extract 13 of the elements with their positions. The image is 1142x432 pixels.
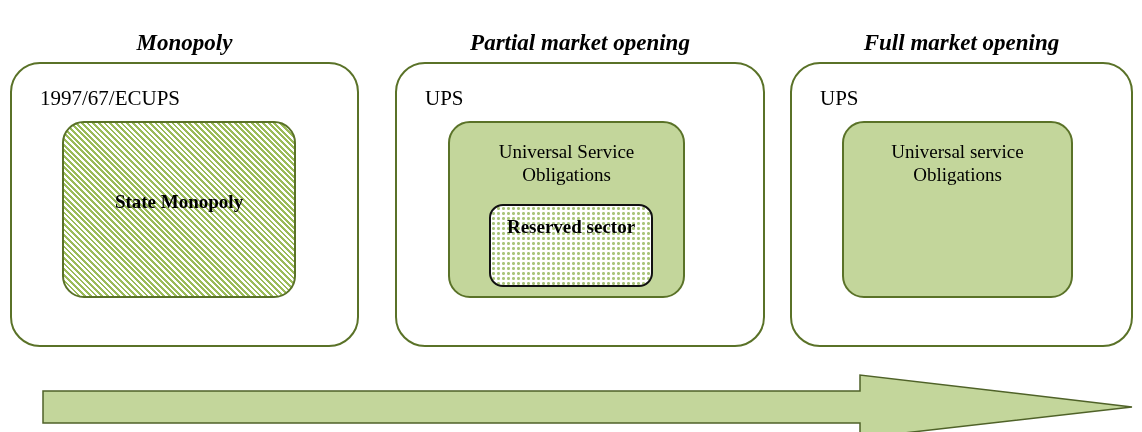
- box-label: Reserved sector: [505, 216, 637, 239]
- stage-heading: Full market opening: [862, 30, 1061, 56]
- filled-box: [448, 121, 685, 298]
- hatched-box: [62, 121, 296, 298]
- box-label: Universal service Obligations: [890, 141, 1025, 187]
- stage-heading: Partial market opening: [469, 30, 691, 56]
- panel-label: 1997/67/ECUPS: [40, 86, 181, 111]
- dotted-box: [489, 204, 653, 287]
- filled-box: [842, 121, 1073, 298]
- panel-label: UPS: [425, 86, 464, 111]
- box-label: Universal Service Obligations: [497, 141, 636, 187]
- panel-label: UPS: [820, 86, 859, 111]
- stage-heading: Monopoly: [135, 30, 234, 56]
